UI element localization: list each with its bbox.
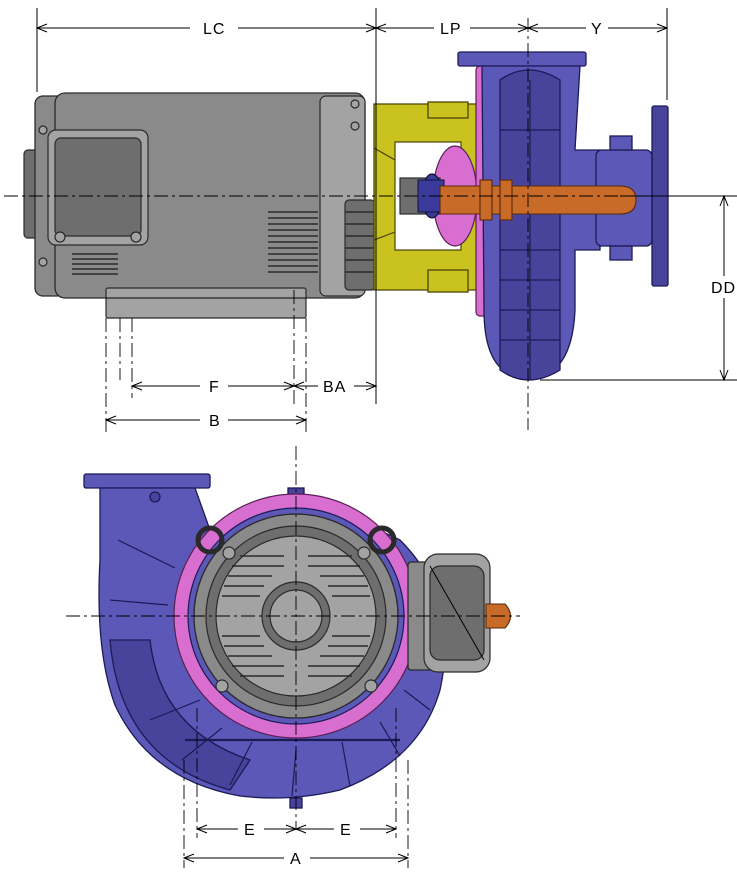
pump-volute-side: [439, 51, 669, 381]
motor-grille: [222, 555, 370, 677]
motor-side: [23, 92, 376, 319]
front-view: E E A: [66, 446, 520, 868]
dim-dd: DD: [540, 194, 737, 382]
dim-e-left-label: E: [244, 822, 256, 839]
junction-box-front: [407, 553, 512, 673]
dim-bottom-front: E E A: [182, 708, 410, 868]
dim-e-right-label: E: [340, 822, 352, 839]
motor-vent-left: [72, 253, 118, 275]
side-view: LC LP Y DD: [4, 8, 737, 434]
dim-a-label: A: [290, 851, 302, 868]
dim-lc-label: LC: [203, 21, 225, 38]
dim-b-label: B: [209, 413, 221, 430]
dim-y-label: Y: [591, 21, 603, 38]
dim-f-label: F: [209, 379, 220, 396]
dim-top: LC LP Y: [35, 8, 669, 404]
dim-lp-label: LP: [440, 21, 462, 38]
motor-vent-right: [268, 211, 318, 273]
dim-ba-label: BA: [323, 379, 346, 396]
dim-dd-label: DD: [711, 280, 736, 297]
dim-bottom-side: F BA B: [104, 290, 378, 434]
